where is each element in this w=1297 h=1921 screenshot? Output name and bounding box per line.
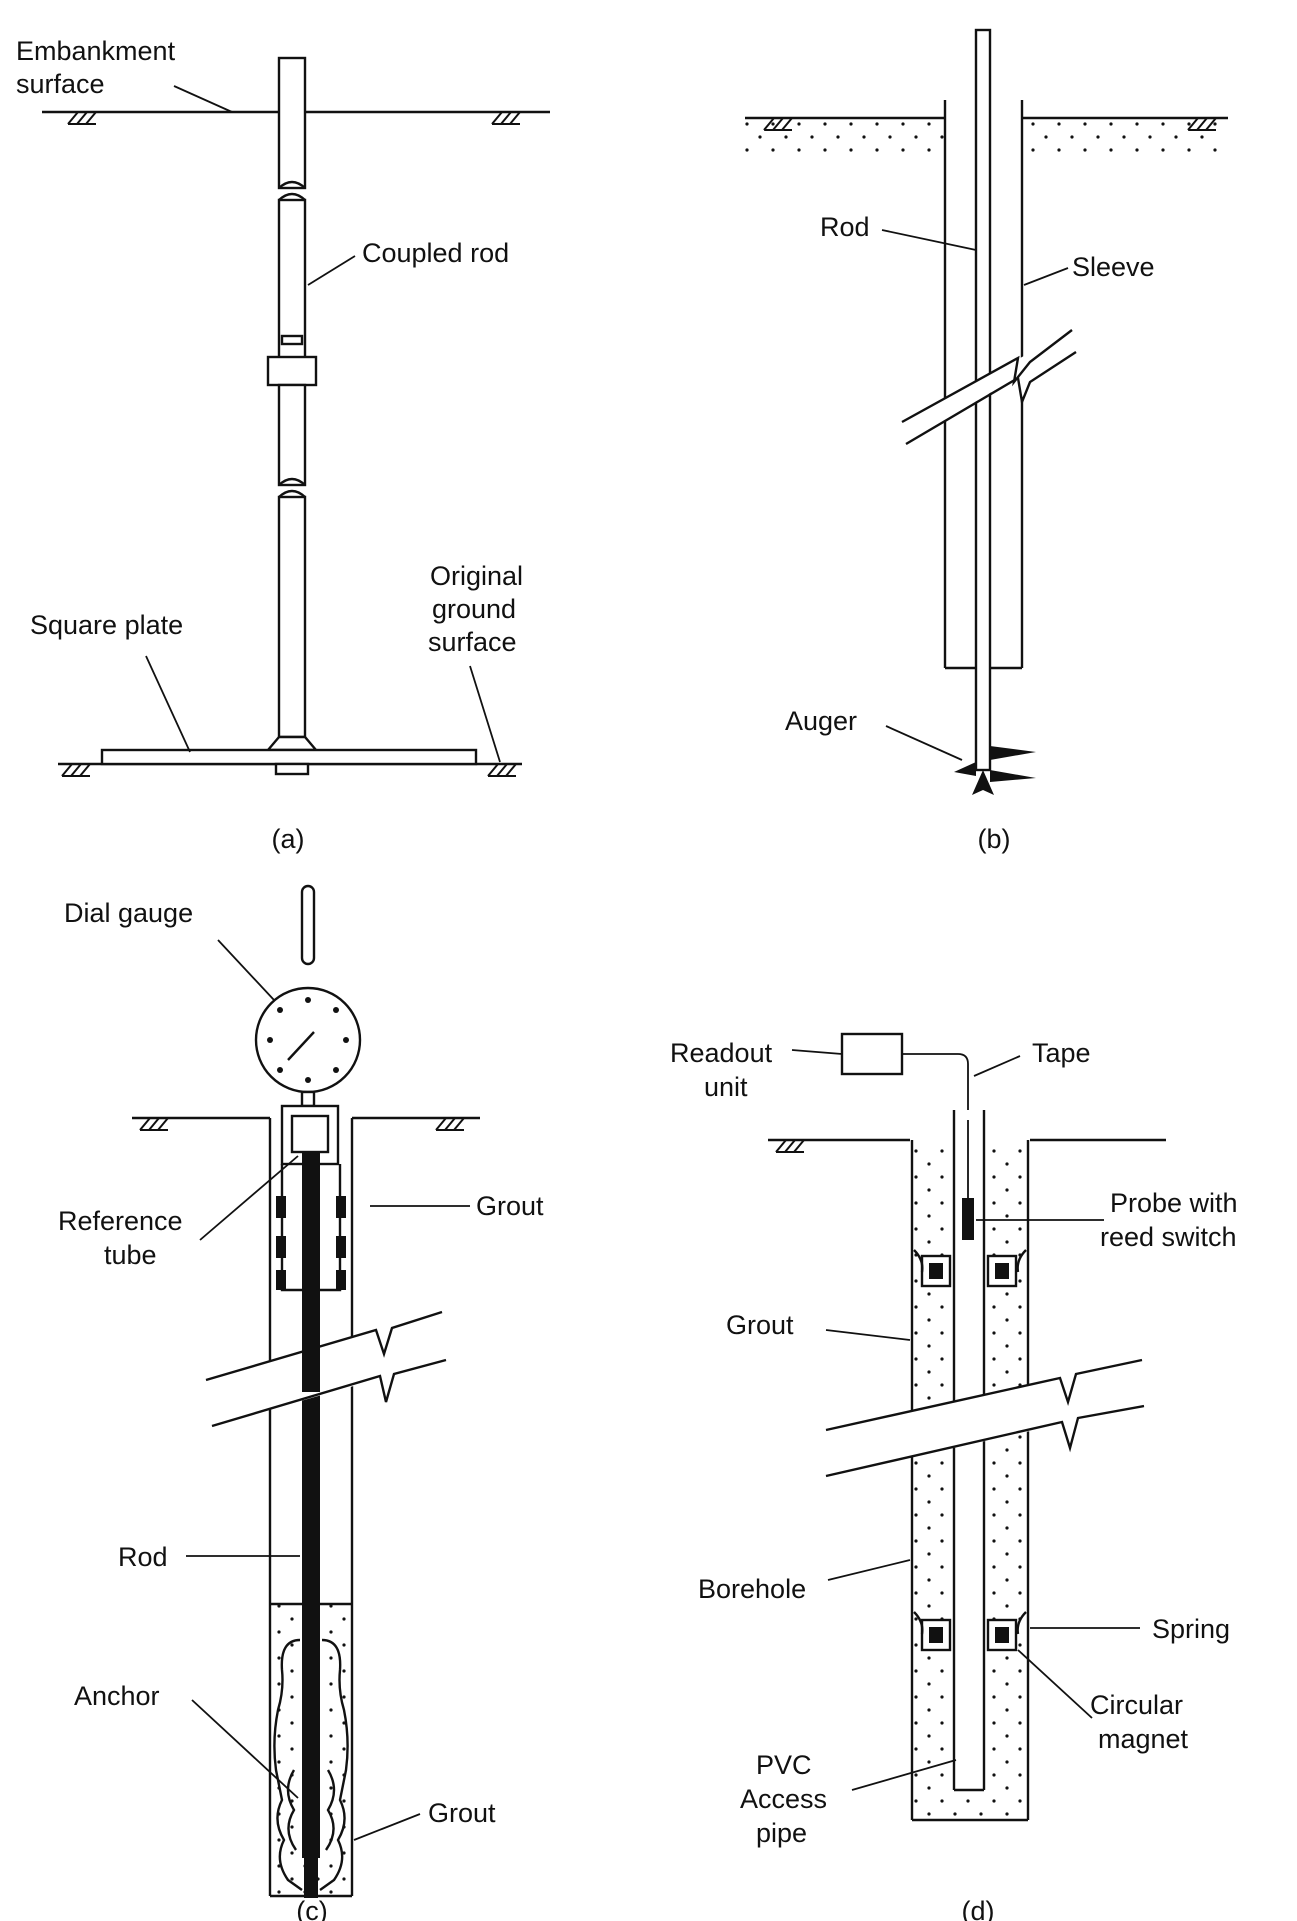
- surface-fill: [745, 118, 945, 158]
- magnet-upper: [913, 1249, 1027, 1288]
- auger-tip: [972, 770, 994, 795]
- label-square-plate: Square plate: [30, 610, 183, 640]
- probe-shape: [962, 1198, 974, 1240]
- gauge-neck: [300, 1090, 316, 1108]
- tape-line: [902, 1053, 969, 1120]
- break-band: [825, 1358, 1145, 1478]
- panel-a: Embankment surface Coupled rod Square pl…: [16, 36, 550, 854]
- surface-fill: [1022, 118, 1222, 158]
- label-original-surface: surface: [428, 627, 517, 657]
- label-grout-bottom: Grout: [428, 1798, 496, 1828]
- plate-boss: [274, 762, 310, 776]
- ground-hatch: [67, 111, 97, 125]
- label-tube: tube: [104, 1240, 157, 1270]
- panel-b: Rod Sleeve Auger (b): [745, 28, 1228, 854]
- label-ground: ground: [432, 594, 516, 624]
- magnet-lower: [913, 1611, 1027, 1652]
- break-band: [901, 329, 1077, 446]
- ground-hatch: [487, 763, 517, 777]
- label-grout-top: Grout: [476, 1191, 544, 1221]
- label-tape: Tape: [1032, 1038, 1091, 1068]
- auger-blade: [954, 762, 976, 776]
- anchor-shape: [273, 1638, 349, 1891]
- label-reference: Reference: [58, 1206, 183, 1236]
- label-anchor: Anchor: [74, 1681, 160, 1711]
- label-original: Original: [430, 561, 523, 591]
- label-pvc: PVC: [756, 1750, 812, 1780]
- coupled-rod-shape: [265, 56, 319, 752]
- borehole-shape: [910, 1140, 1030, 1822]
- label-probe-with: Probe with: [1110, 1188, 1238, 1218]
- label-rod: Rod: [118, 1542, 168, 1572]
- label-access: Access: [740, 1784, 827, 1814]
- dial-gauge-shape: [254, 986, 362, 1094]
- label-circular: Circular: [1090, 1690, 1183, 1720]
- label-auger: Auger: [785, 706, 857, 736]
- caption-d: (d): [962, 1896, 995, 1921]
- label-magnet: magnet: [1098, 1724, 1189, 1754]
- rod-tip: [304, 1858, 318, 1898]
- label-embankment-surface: surface: [16, 69, 105, 99]
- label-unit: unit: [704, 1072, 748, 1102]
- ground-hatch: [775, 1139, 805, 1153]
- caption-a: (a): [272, 824, 305, 854]
- panel-c: Dial gauge Reference tube Grout Rod Anch…: [58, 884, 544, 1921]
- caption-c: (c): [296, 1896, 327, 1921]
- label-coupled-rod: Coupled rod: [362, 238, 509, 268]
- label-readout: Readout: [670, 1038, 773, 1068]
- pvc-access-pipe-shape: [952, 1110, 986, 1792]
- ground-hatch: [61, 763, 91, 777]
- auger-blade: [990, 746, 1036, 760]
- auger-blade: [990, 770, 1036, 782]
- label-grout: Grout: [726, 1310, 794, 1340]
- readout-unit-shape: [840, 1032, 904, 1076]
- label-dial-gauge: Dial gauge: [64, 898, 193, 928]
- label-pipe: pipe: [756, 1818, 807, 1848]
- label-borehole: Borehole: [698, 1574, 806, 1604]
- square-plate-shape: [100, 748, 478, 766]
- ground-hatch: [139, 1117, 169, 1131]
- gauge-stem: [300, 884, 316, 966]
- rod-shape: [302, 1152, 320, 1858]
- ground-hatch: [491, 111, 521, 125]
- label-embankment: Embankment: [16, 36, 176, 66]
- label-reed-switch: reed switch: [1100, 1222, 1237, 1252]
- panel-d: Readout unit Tape Probe with reed switch…: [670, 1032, 1238, 1921]
- label-sleeve: Sleeve: [1072, 252, 1155, 282]
- ground-hatch: [435, 1117, 465, 1131]
- break-band: [205, 1310, 447, 1428]
- label-rod: Rod: [820, 212, 870, 242]
- caption-b: (b): [978, 824, 1011, 854]
- label-spring: Spring: [1152, 1614, 1230, 1644]
